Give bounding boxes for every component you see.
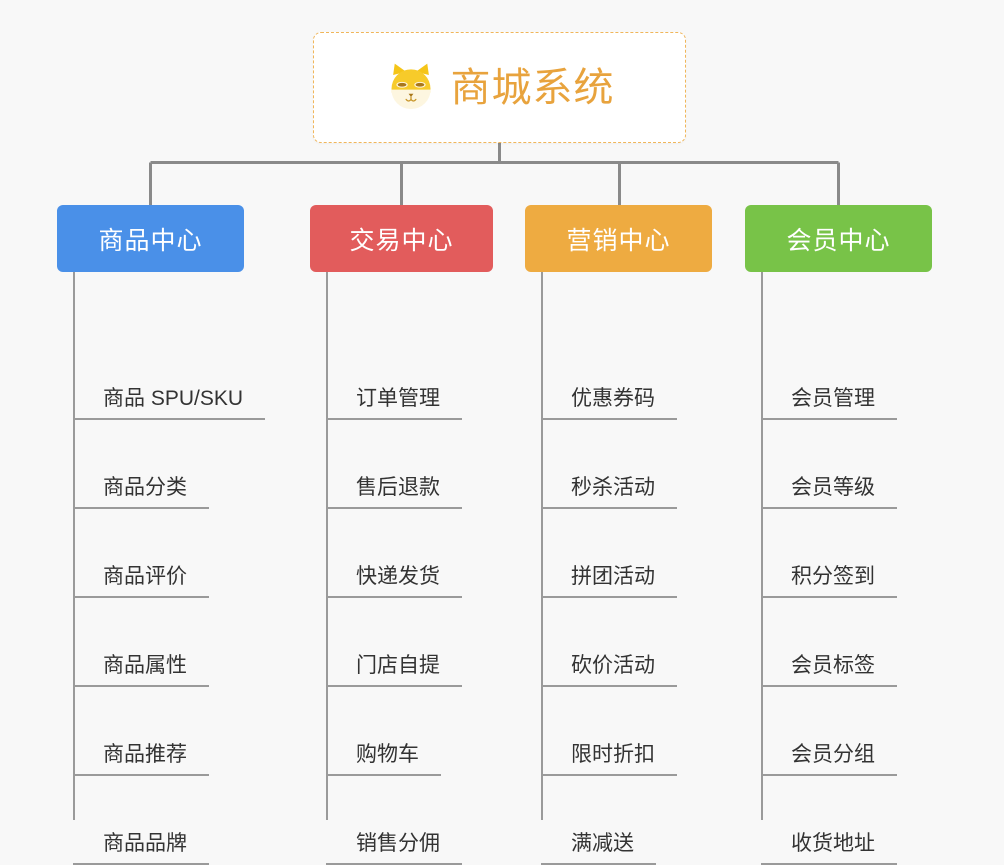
column-marketing-center: 营销中心 优惠券码 秒杀活动 拼团活动 砍价活动 限时折扣 满减送	[525, 205, 712, 865]
item-label: 会员等级	[761, 477, 897, 509]
category-header-2[interactable]: 交易中心	[310, 205, 493, 272]
item-label: 快递发货	[326, 566, 462, 598]
category-header-1[interactable]: 商品中心	[57, 205, 244, 272]
category-title-3: 营销中心	[566, 226, 671, 255]
column-spine-1	[73, 272, 75, 820]
item-label: 会员管理	[761, 388, 897, 420]
item-label: 限时折扣	[541, 744, 677, 776]
item-label: 商品属性	[73, 655, 209, 687]
item-label: 商品推荐	[73, 744, 209, 776]
item-label: 商品评价	[73, 566, 209, 598]
column-product-center: 商品中心 商品 SPU/SKU 商品分类 商品评价 商品属性 商品推荐 商品品牌	[57, 205, 266, 865]
item-label: 积分签到	[761, 566, 897, 598]
items-list-1: 商品 SPU/SKU 商品分类 商品评价 商品属性 商品推荐 商品品牌	[57, 272, 266, 865]
column-spine-3	[541, 272, 543, 820]
category-title-4: 会员中心	[786, 226, 891, 255]
item-label: 会员分组	[761, 744, 897, 776]
column-spine-2	[326, 272, 328, 820]
root-node[interactable]: 商城系统	[313, 32, 686, 143]
items-list-3: 优惠券码 秒杀活动 拼团活动 砍价活动 限时折扣 满减送	[525, 272, 712, 865]
mindmap-canvas: 商城系统 商品中心 商品 SPU/SKU 商品分类 商品评价 商品属性 商品推荐	[57, 32, 932, 865]
item-label: 会员标签	[761, 655, 897, 687]
item-label: 满减送	[541, 833, 656, 865]
item-label: 售后退款	[326, 477, 462, 509]
item-label: 订单管理	[326, 388, 462, 420]
category-title-2: 交易中心	[349, 226, 454, 255]
item-label: 优惠券码	[541, 388, 677, 420]
item-label: 门店自提	[326, 655, 462, 687]
items-list-2: 订单管理 售后退款 快递发货 门店自提 购物车 销售分佣	[310, 272, 493, 865]
item-label: 商品分类	[73, 477, 209, 509]
category-header-3[interactable]: 营销中心	[525, 205, 712, 272]
column-member-center: 会员中心 会员管理 会员等级 积分签到 会员标签 会员分组 收货地址	[745, 205, 932, 865]
column-spine-4	[761, 272, 763, 820]
item-label: 砍价活动	[541, 655, 677, 687]
item-label: 秒杀活动	[541, 477, 677, 509]
item-label: 销售分佣	[326, 833, 462, 865]
shiba-dog-face-icon	[391, 63, 430, 109]
item-label: 商品品牌	[73, 833, 209, 865]
root-title: 商城系统	[450, 65, 615, 110]
item-label: 拼团活动	[541, 566, 677, 598]
item-label: 购物车	[326, 744, 441, 776]
items-list-4: 会员管理 会员等级 积分签到 会员标签 会员分组 收货地址	[745, 272, 932, 865]
item-label: 商品 SPU/SKU	[73, 388, 266, 420]
column-trade-center: 交易中心 订单管理 售后退款 快递发货 门店自提 购物车 销售分佣	[310, 205, 493, 865]
category-title-1: 商品中心	[98, 226, 203, 255]
category-header-4[interactable]: 会员中心	[745, 205, 932, 272]
item-label: 收货地址	[761, 833, 897, 865]
